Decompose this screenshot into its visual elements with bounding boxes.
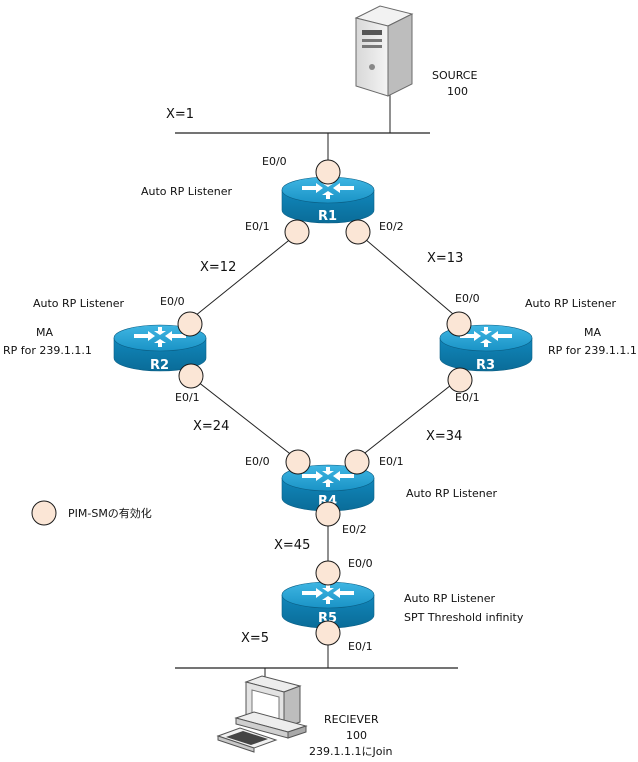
- receiver-join: 239.1.1.1にJoin: [309, 745, 393, 758]
- pim-interface-r5-e01: [315, 620, 341, 646]
- server-icon: [354, 5, 414, 97]
- router-r3-name: R3: [476, 358, 495, 373]
- r2-if-e00: E0/0: [160, 295, 185, 308]
- r1-if-e02: E0/2: [379, 220, 404, 233]
- pim-interface-r4-e01: [344, 449, 370, 475]
- r4-if-e01: E0/1: [379, 455, 404, 468]
- r1-if-e00: E0/0: [262, 155, 287, 168]
- pim-interface-r4-e00: [285, 449, 311, 475]
- r2-role: Auto RP Listener: [33, 297, 125, 310]
- pim-interface-r2-e00: [177, 311, 203, 337]
- pim-interface-r1-e01: [284, 219, 310, 245]
- r2-if-e01: E0/1: [175, 391, 200, 404]
- r3-ma: MA: [584, 326, 601, 339]
- segment-label-x12: X=12: [200, 260, 236, 275]
- r3-if-e00: E0/0: [455, 292, 480, 305]
- segment-label-x34: X=34: [426, 429, 462, 444]
- link-r2-r4: [192, 377, 299, 461]
- segment-label-x5: X=5: [241, 631, 269, 646]
- r4-if-e00: E0/0: [245, 455, 270, 468]
- pim-interface-r3-e00: [446, 311, 472, 337]
- source-title: SOURCE: [432, 69, 477, 82]
- r1-role: Auto RP Listener: [141, 185, 233, 198]
- link-r3-r4: [355, 377, 461, 461]
- r5-if-e00: E0/0: [348, 557, 373, 570]
- r4-if-e02: E0/2: [342, 523, 367, 536]
- r3-role: Auto RP Listener: [525, 297, 617, 310]
- router-r2-name: R2: [150, 358, 169, 373]
- r2-rp: RP for 239.1.1.1: [3, 344, 92, 357]
- r5-spt: SPT Threshold infinity: [404, 611, 524, 624]
- segment-label-x13: X=13: [427, 251, 463, 266]
- source-id: 100: [447, 85, 468, 98]
- r3-if-e01: E0/1: [455, 391, 480, 404]
- r5-role: Auto RP Listener: [404, 592, 496, 605]
- segment-label-x1: X=1: [166, 107, 194, 122]
- segment-label-x24: X=24: [193, 419, 229, 434]
- router-r1-name: R1: [318, 209, 337, 224]
- r3-rp: RP for 239.1.1.1: [548, 344, 637, 357]
- r5-if-e01: E0/1: [348, 640, 373, 653]
- legend-pim-icon: [31, 500, 57, 526]
- link-r1-r3: [357, 232, 461, 321]
- link-r1-r2: [189, 232, 299, 321]
- r1-if-e01: E0/1: [245, 220, 270, 233]
- pim-interface-r3-e01: [447, 367, 473, 393]
- segment-label-x45: X=45: [274, 538, 310, 553]
- pc-icon: [216, 675, 308, 753]
- r4-role: Auto RP Listener: [406, 487, 498, 500]
- pim-interface-r1-e00: [315, 159, 341, 185]
- legend-label: PIM-SMの有効化: [68, 506, 152, 520]
- receiver-id: 100: [346, 729, 367, 742]
- pim-interface-r4-e02: [315, 501, 341, 527]
- pim-interface-r5-e00: [315, 560, 341, 586]
- pim-interface-r2-e01: [178, 363, 204, 389]
- r2-ma: MA: [36, 326, 53, 339]
- pim-interface-r1-e02: [345, 219, 371, 245]
- receiver-title: RECIEVER: [324, 713, 379, 726]
